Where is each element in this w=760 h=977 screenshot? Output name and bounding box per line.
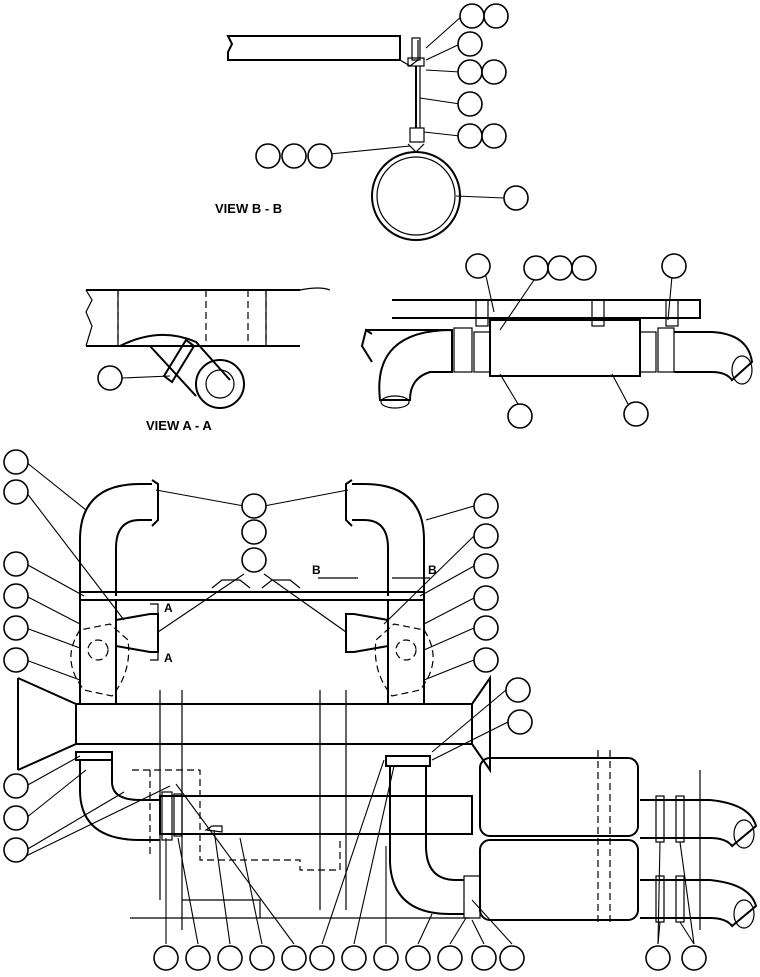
callout-bubble	[241, 547, 267, 573]
callout-bubble	[3, 551, 29, 577]
view-aa-detail: VIEW A - A	[85, 287, 331, 433]
callout-bubble	[255, 143, 281, 169]
callout-bubble	[241, 493, 267, 519]
callout-bubble	[473, 493, 499, 519]
callout-bubble	[97, 365, 123, 391]
callout-bubble	[307, 143, 333, 169]
callout-bubble	[473, 615, 499, 641]
side-view-leaders	[485, 275, 673, 405]
callout-bubble	[473, 647, 499, 673]
view-aa-leaders	[121, 375, 171, 379]
callout-bubble	[459, 3, 485, 29]
callout-bubble	[547, 255, 573, 281]
view-aa-title: VIEW A - A	[146, 418, 212, 433]
callout-bubble	[507, 403, 533, 429]
callout-bubble	[3, 449, 29, 475]
callout-bubble	[481, 59, 507, 85]
section-mark-a-upper: A	[164, 601, 173, 615]
callout-bubble	[3, 615, 29, 641]
callout-bubble	[681, 945, 707, 971]
callout-bubble	[473, 585, 499, 611]
callout-bubble	[437, 945, 463, 971]
callout-bubble	[481, 123, 507, 149]
main-assembly-drawing: A A B B	[17, 479, 758, 930]
callout-bubble	[507, 709, 533, 735]
view-bb-leaders	[329, 15, 505, 199]
callout-bubble	[241, 519, 267, 545]
callout-bubble	[505, 677, 531, 703]
callout-bubble	[457, 91, 483, 117]
section-mark-a-lower: A	[164, 651, 173, 665]
callout-bubble	[3, 837, 29, 863]
callout-bubble	[3, 583, 29, 609]
callout-bubble	[457, 31, 483, 57]
main-assembly-leaders	[25, 461, 695, 945]
main-assembly-callouts	[3, 449, 707, 971]
callout-bubble	[153, 945, 179, 971]
callout-bubble	[523, 255, 549, 281]
callout-bubble	[503, 185, 529, 211]
callout-bubble	[249, 945, 275, 971]
callout-bubble	[499, 945, 525, 971]
view-bb-title: VIEW B - B	[215, 201, 282, 216]
view-bb-callouts	[255, 3, 529, 211]
callout-bubble	[3, 647, 29, 673]
callout-bubble	[3, 479, 29, 505]
callout-bubble	[571, 255, 597, 281]
callout-bubble	[483, 3, 509, 29]
callout-bubble	[645, 945, 671, 971]
callout-bubble	[465, 253, 491, 279]
callout-bubble	[185, 945, 211, 971]
side-view-callouts	[465, 253, 687, 429]
callout-bubble	[661, 253, 687, 279]
callout-bubble	[405, 945, 431, 971]
side-view-detail	[360, 299, 754, 409]
callout-bubble	[281, 143, 307, 169]
section-mark-b-right: B	[428, 563, 437, 577]
callout-bubble	[457, 123, 483, 149]
callout-bubble	[473, 553, 499, 579]
callout-bubble	[457, 59, 483, 85]
callout-bubble	[341, 945, 367, 971]
callout-bubble	[281, 945, 307, 971]
callout-bubble	[373, 945, 399, 971]
callout-bubble	[309, 945, 335, 971]
callout-bubble	[3, 773, 29, 799]
view-bb-detail: VIEW B - B	[215, 35, 461, 241]
section-mark-b-left: B	[312, 563, 321, 577]
callout-bubble	[623, 401, 649, 427]
callout-bubble	[471, 945, 497, 971]
callout-bubble	[217, 945, 243, 971]
view-aa-callouts	[97, 365, 123, 391]
callout-bubble	[473, 523, 499, 549]
callout-bubble	[3, 805, 29, 831]
